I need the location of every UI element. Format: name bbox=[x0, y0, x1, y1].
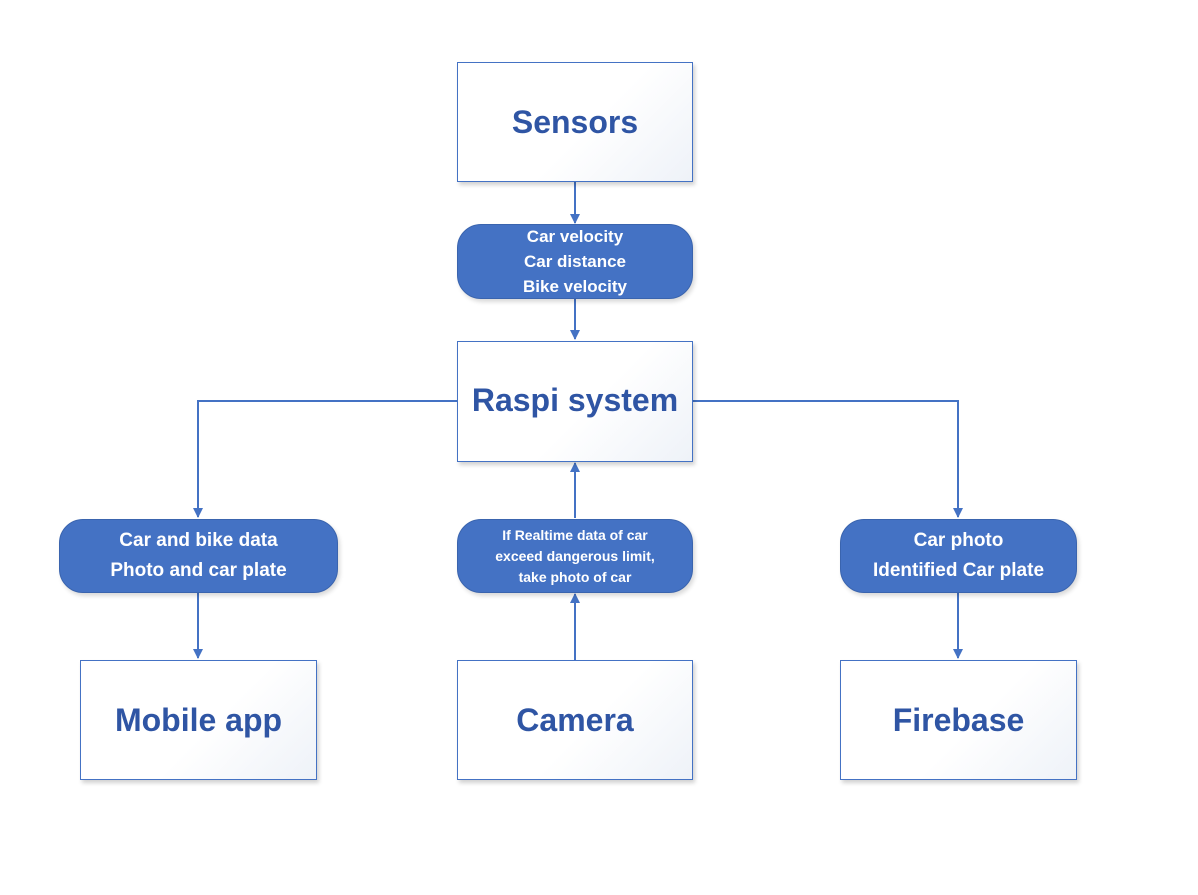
app-data-line-1: Car and bike data bbox=[119, 530, 278, 551]
photo-trigger-line-2: exceed dangerous limit, bbox=[495, 547, 655, 564]
sensors-node: Sensors bbox=[457, 62, 693, 182]
firebase-data-node: Car photo Identified Car plate bbox=[840, 519, 1077, 593]
raspi-system-node: Raspi system bbox=[457, 341, 693, 462]
firebase-node: Firebase bbox=[840, 660, 1077, 780]
photo-trigger-line-3: take photo of car bbox=[518, 568, 632, 585]
mobile-app-node: Mobile app bbox=[80, 660, 317, 780]
arrow-raspi-to-app-data bbox=[193, 400, 457, 518]
sensor-data-line-2: Car distance bbox=[523, 252, 627, 271]
sensor-data-node: Car velocity Car distance Bike velocity bbox=[457, 224, 693, 299]
camera-label: Camera bbox=[516, 701, 634, 738]
app-data-line-2: Photo and car plate bbox=[110, 560, 287, 581]
firebase-label: Firebase bbox=[892, 701, 1025, 738]
arrow-raspi-to-firebase-data bbox=[693, 400, 963, 518]
camera-node: Camera bbox=[457, 660, 693, 780]
photo-trigger-node: If Realtime data of car exceed dangerous… bbox=[457, 519, 693, 593]
raspi-system-label: Raspi system bbox=[471, 382, 679, 418]
app-data-node: Car and bike data Photo and car plate bbox=[59, 519, 338, 593]
firebase-data-line-1: Car photo bbox=[913, 530, 1004, 551]
photo-trigger-line-1: If Realtime data of car bbox=[502, 526, 648, 543]
mobile-app-label: Mobile app bbox=[114, 701, 283, 738]
firebase-data-line-2: Identified Car plate bbox=[872, 560, 1045, 581]
sensor-data-line-3: Bike velocity bbox=[523, 277, 627, 296]
sensor-data-line-1: Car velocity bbox=[526, 227, 624, 246]
sensors-label: Sensors bbox=[511, 103, 639, 140]
